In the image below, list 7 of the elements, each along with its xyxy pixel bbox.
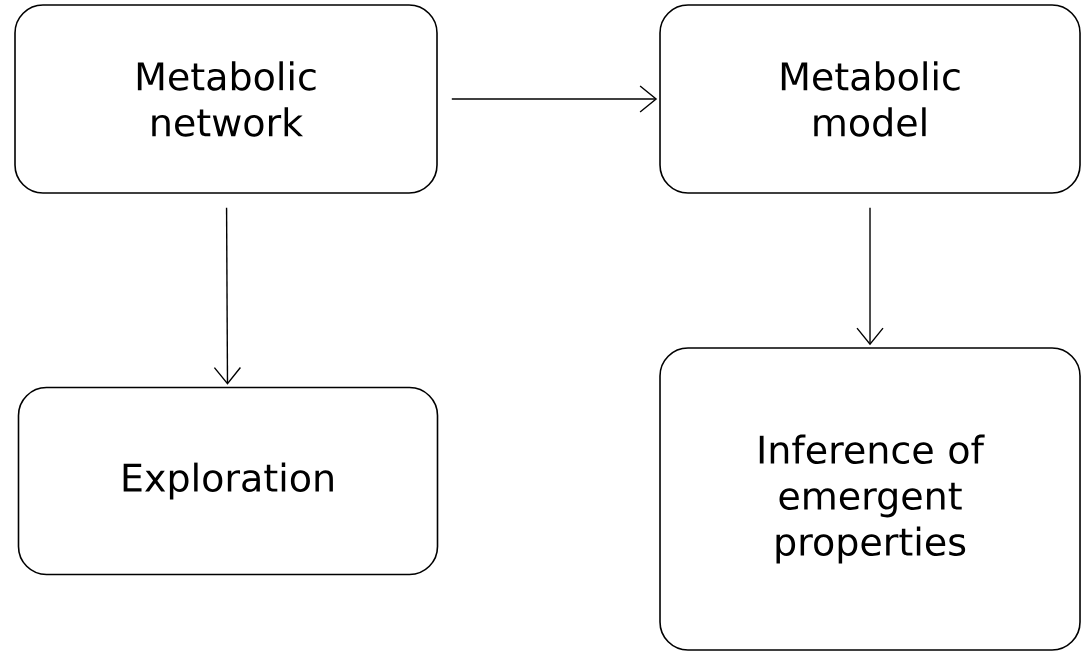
process-box: Inference of emergent properties bbox=[659, 347, 1081, 651]
arrow bbox=[451, 85, 658, 113]
process-box: Exploration bbox=[17, 386, 439, 576]
arrow bbox=[213, 207, 242, 385]
process-box: Metabolic network bbox=[14, 4, 438, 194]
arrow bbox=[856, 207, 884, 346]
process-box: Metabolic model bbox=[659, 4, 1081, 194]
